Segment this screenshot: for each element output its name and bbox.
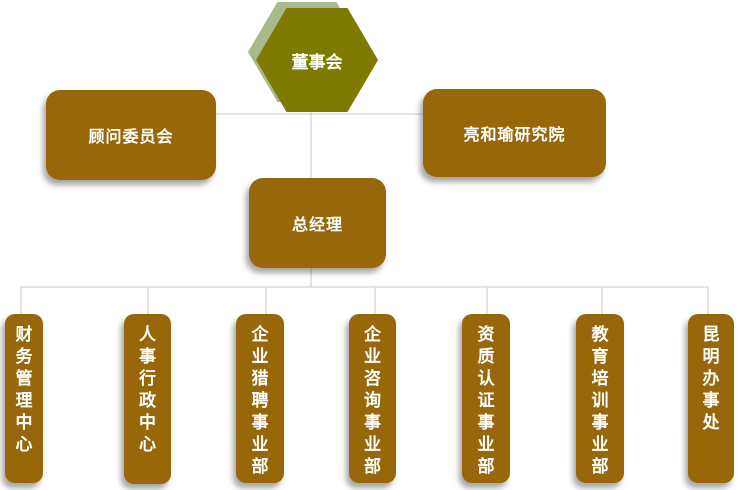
research-institute-label: 亮和瑜研究院 <box>463 125 566 144</box>
department-finance: 财务管理中心 <box>5 314 43 483</box>
board-label: 董事会 <box>291 52 343 73</box>
board-hexagon: 董事会 <box>256 8 378 112</box>
department-label: 财务管理中心 <box>15 325 33 455</box>
advisory-committee-node: 顾问委员会 <box>46 90 216 180</box>
department-recruiting: 企业猎聘事业部 <box>236 314 284 483</box>
department-consulting: 企业咨询事业部 <box>349 314 396 483</box>
department-education: 教育培训事业部 <box>576 314 624 483</box>
department-label: 教育培训事业部 <box>591 325 609 477</box>
department-label: 企业猎聘事业部 <box>251 325 269 477</box>
department-hr-admin: 人事行政中心 <box>124 314 171 484</box>
department-certification: 资质认证事业部 <box>462 314 510 483</box>
department-label: 昆明办事处 <box>702 325 720 433</box>
board-node: 董事会 <box>244 0 379 118</box>
advisory-committee-label: 顾问委员会 <box>88 127 174 146</box>
general-manager-node: 总经理 <box>249 178 386 268</box>
department-label: 企业咨询事业部 <box>364 325 381 477</box>
department-kunming-office: 昆明办事处 <box>688 314 734 483</box>
general-manager-label: 总经理 <box>291 215 343 234</box>
department-label: 人事行政中心 <box>139 325 156 455</box>
department-label: 资质认证事业部 <box>477 325 495 477</box>
research-institute-node: 亮和瑜研究院 <box>423 89 606 177</box>
